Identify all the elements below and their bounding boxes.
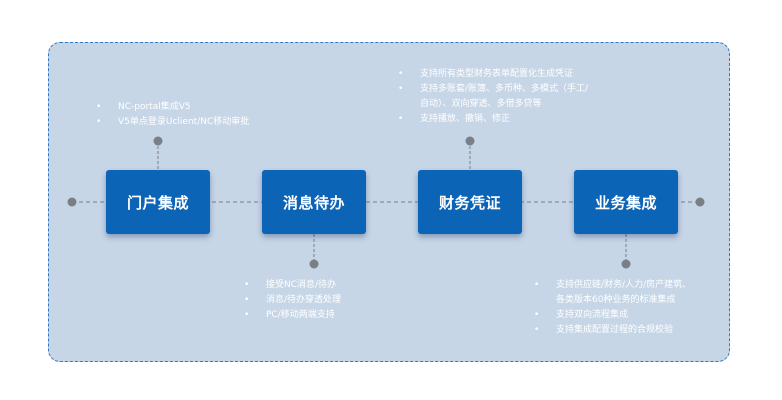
note-item: 支持多账套/账簿、多币种、多模式（手工/ [396, 82, 588, 97]
note-item: 支持供应链/财务/人力/房产建筑、 [532, 278, 691, 293]
step-box-voucher: 财务凭证 [418, 170, 522, 234]
step-4-stem-dot [621, 259, 631, 269]
step-label: 财务凭证 [438, 193, 501, 212]
note-item: 消息/待办穿透处理 [242, 293, 341, 308]
note-item: 支持所有类型财务表单配置化生成凭证 [396, 67, 588, 82]
note-item: 接受NC消息/待办 [242, 278, 341, 293]
step-label: 业务集成 [594, 193, 657, 212]
note-item: 自动）、双向穿透、多借多贷等 [420, 99, 542, 109]
step-3-notes: 支持所有类型财务表单配置化生成凭证 支持多账套/账簿、多币种、多模式（手工/ 自… [396, 67, 588, 127]
step-label: 门户集成 [126, 193, 189, 212]
step-label: 消息待办 [282, 193, 345, 212]
step-2-stem-dot [309, 259, 319, 269]
note-item: NC-portal集成V5 [94, 100, 249, 115]
note-item: 支持集成配置过程的合规校验 [532, 323, 691, 338]
note-item: 支持双向流程集成 [532, 308, 691, 323]
note-item: V5单点登录Uclient/NC移动审批 [94, 115, 249, 130]
note-item: PC/移动两端支持 [242, 308, 341, 323]
right-end-dot [695, 197, 705, 207]
step-3-stem-dot [465, 136, 475, 146]
step-1-stem-dot [153, 136, 163, 146]
step-box-messages: 消息待办 [262, 170, 366, 234]
note-item: 支持播放、撤销、修正 [396, 112, 588, 127]
step-2-notes: 接受NC消息/待办 消息/待办穿透处理 PC/移动两端支持 [242, 278, 341, 323]
left-end-dot [67, 197, 77, 207]
step-box-portal: 门户集成 [106, 170, 210, 234]
step-4-notes: 支持供应链/财务/人力/房产建筑、 各类版本60种业务的标准集成 支持双向流程集… [532, 278, 691, 338]
step-1-notes: NC-portal集成V5 V5单点登录Uclient/NC移动审批 [94, 100, 249, 130]
note-item: 各类版本60种业务的标准集成 [556, 295, 676, 305]
step-box-business: 业务集成 [574, 170, 678, 234]
